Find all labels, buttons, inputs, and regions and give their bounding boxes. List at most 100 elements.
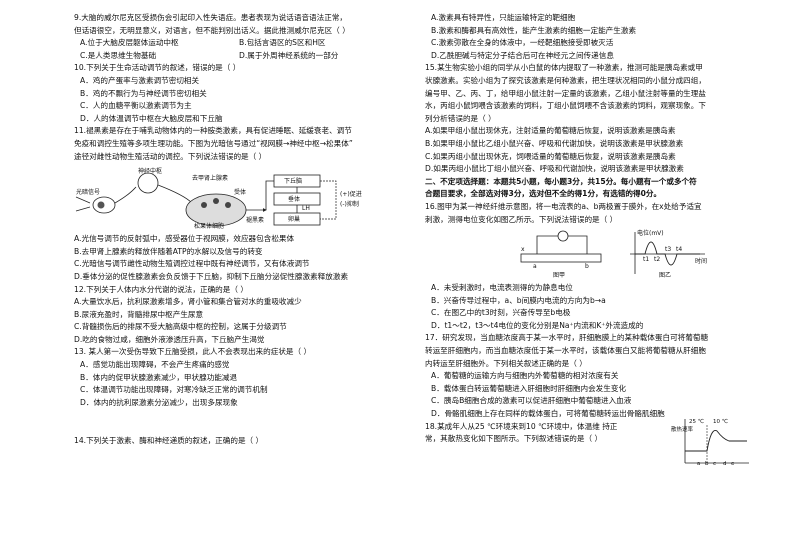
q14-option-b: B.激素和酶都具有高效性，能产生激素的细胞一定能产生激素 [431, 25, 637, 35]
q16-time-label: 时间 [695, 258, 708, 266]
q15-stem-5: 列分析错误的是（ ） [425, 113, 496, 123]
q15-stem-2: 状腺激素。实验小组为了探究该激素是何种激素，把生理状况相同的小鼠分成四组， [425, 75, 706, 85]
q17-option-d: D．骨骼肌细胞上存在同样的载体蛋白，可将葡萄糖转运出骨骼肌细胞 [431, 409, 665, 419]
q16-t1-label: t1 [643, 256, 650, 264]
q11-melatonin-label: 褪黑素 [246, 217, 265, 225]
q11-stem-1: 11.褪黑素是存在于哺乳动物体内的一种胺类激素，具有促进睡眠、延缓衰老、调节 [74, 126, 352, 136]
q14-option-d: D.乙酰胆碱与特定分子结合后可在神经元之间传递信息 [431, 50, 614, 60]
q12-option-d: D.吃的食物过咸，细胞外液渗透压升高，下丘脑产生渴觉 [74, 334, 265, 344]
q18-t25-label: 25 ℃ [689, 418, 704, 425]
q9-stem-2: 但话语很空，无明显意义，对语言，但不能判别出话义。据此推测威尔尼克区（ ） [74, 25, 350, 35]
q11-option-d: D.垂体分泌的促性腺激素会负反馈于下丘脑，抑制下丘脑分泌促性腺激素释放激素 [74, 271, 349, 281]
q18-ylabel: 散热速率 [671, 426, 694, 433]
q12-option-c: C.背髓损伤后的排尿不受大脑高级中枢的控制，这属于分级调节 [74, 322, 287, 332]
q11-option-c: C.光暗信号调节雌性动物生殖调控过程中既有神经调节，又有体液调节 [74, 259, 310, 269]
q9-option-b: B.包括言语区的S区和H区 [239, 38, 326, 48]
q11-option-a: A.光信号调节的反射弧中，感受器位于视网膜，效应器包含松果体 [74, 234, 295, 244]
q18-e-label: e [731, 460, 735, 467]
q11-figure: 光暗信号 神经中枢 去甲肾上腺素 受体 松果体细胞 褪黑素 下丘脑 垂体 卵巢 … [74, 165, 392, 231]
q17-stem-1: 17．研究发现，当血糖浓度高于某一水平时，肝细胞膜上的某种载体蛋白可将葡萄糖 [425, 333, 709, 343]
q15-option-b: B.如果甲组小鼠比乙组小鼠兴奋、呼吸和代谢加快，说明该激素是甲状腺激素 [425, 138, 684, 148]
q16-jia-label: 图甲 [553, 272, 566, 280]
melatonin-pathway-diagram [75, 172, 337, 227]
q16-x-label: x [521, 246, 525, 254]
q9-options-row1: A.位于大脑皮层躯体运动中枢 B.包括言语区的S区和H区 [74, 37, 392, 50]
q11-center-label: 神经中枢 [138, 168, 163, 176]
q14-option-c: C.激素弥散在全身的体液中，一经靶细胞接受即被灭活 [431, 38, 614, 48]
q18-c-label: c [713, 460, 717, 467]
q16-b-label: b [585, 263, 589, 271]
q17-option-c: C．胰岛B细胞合成的激素可以促进肝细胞中葡萄糖进入血液 [431, 396, 632, 406]
q12-stem: 12.下列关于人体内水分代谢的说法，正确的是（ ） [74, 284, 248, 294]
q16-stem-2: 刺激，测得电位变化如图乙所示。下列说法错误的是（ ） [425, 214, 618, 224]
q11-promote-label: (+)促进 [340, 191, 362, 199]
q16-option-d: D．t1～t2，t3～t4电位的变化分别是Na⁺内流和K⁺外流造成的 [431, 320, 644, 330]
q10-option-d: D．人的体温调节中枢在大脑皮层和下丘脑 [80, 113, 223, 123]
q18-stem-1: 18.某成年人从25 ℃环境来到10 ℃环境中，体温维 持正 [425, 421, 618, 431]
q11-hypo-label: 下丘脑 [284, 178, 303, 186]
q18-t10-label: 10 ℃ [713, 418, 728, 425]
q13-stem: 13. 某人第一次受伤导致下丘脑受损，此人不会表现出来的症状是（ ） [74, 347, 312, 357]
q16-t4-label: t4 [676, 246, 683, 254]
q15-option-d: D.如果丙组小鼠比丁组小鼠兴奋、呼吸和代谢加快，说明该激素是甲状腺激素 [425, 164, 684, 174]
q14-stem: 14.下列关于激素、酶和神经递质的叙述，正确的是（ ） [74, 435, 264, 445]
q18-b-label: b [705, 460, 709, 467]
q16-option-b: B．兴奋传导过程中，a、b间膜内电流的方向为b→a [431, 295, 606, 305]
q9-stem-1: 9.大脑的威尔尼克区受损伤会引起印入性失语症。患者表现为说话语音语法正常， [74, 13, 348, 22]
nerve-fiber-diagram [520, 230, 705, 275]
q11-stem-2: 免疫和调控生殖等多项生理功能。下图为光暗信号通过“视网膜→神经中枢→松果体” [74, 138, 353, 148]
q13-option-c: C．体温调节功能出现障碍，对寒冷缺乏正常的调节机制 [80, 385, 268, 395]
section2-heading-1: 二、不定项选择题：本题共5小题，每小题3分，共15分。每小题有一个或多个符 [425, 176, 697, 186]
q9-options-row2: C.是人类思维生物基础 D.属于外周神经系统的一部分 [74, 50, 392, 63]
q11-stem-3: 途径对雌性动物生殖活动的调控。下列说法错误的是（ ） [74, 151, 267, 161]
q16-a-label: a [533, 263, 537, 271]
q12-option-a: A.大量饮水后，抗利尿激素增多，肾小管和集合管对水的重吸收减少 [74, 297, 302, 307]
q10-stem: 10.下列关于生命活动调节的叙述，错误的是（ ） [74, 63, 241, 73]
q18-figure: 散热速率 25 ℃ 10 ℃ a b c d e [671, 417, 751, 467]
q15-stem-1: 15.某生物实验小组的同学从小白鼠的体内提取了一种激素，推测可能是胰岛素或甲 [425, 63, 703, 73]
heat-loss-chart [684, 418, 749, 464]
q16-yi-label: 图乙 [659, 272, 672, 280]
q18-stem-2: 常，其散热变化如下图所示。下列叙述错误的是（ ） [425, 434, 603, 444]
q9-option-a: A.位于大脑皮层躯体运动中枢 [80, 38, 179, 48]
left-column: 9.大脑的威尔尼克区受损伤会引起印入性失语症。患者表现为说话语音语法正常， 但话… [74, 12, 392, 447]
q11-light-label: 光暗信号 [76, 189, 101, 197]
q11-gonad-label: 卵巢 [288, 216, 301, 224]
right-column: A.激素具有特异性，只能运输特定的靶细胞 B.激素和酶都具有高效性，能产生激素的… [425, 12, 759, 467]
q17-option-a: A．葡萄糖的运输方向与细胞内外葡萄糖的相对浓度有关 [431, 371, 619, 381]
q13-option-a: A．感觉功能出现障碍，不会产生疼痛的感觉 [80, 360, 230, 370]
q17-option-b: B．载体蛋白转运葡萄糖进入肝细胞时肝细胞内会发生变化 [431, 383, 627, 393]
q16-stem-1: 16.图甲为某一神经纤维示意图，将一电流表的a、b两极置于膜外，在x处给予适宜 [425, 201, 702, 211]
q17-stem-3: 内转运至肝细胞外。下列相关叙述正确的是（ ） [425, 358, 587, 368]
q16-t3-label: t3 [665, 246, 672, 254]
q13-option-b: B．体内的促甲状腺激素减少，甲状腺功能减退 [80, 372, 238, 382]
q9-option-c: C.是人类思维生物基础 [80, 50, 157, 60]
q10-option-a: A．鸡的产蛋率与激素调节密切相关 [80, 75, 200, 85]
q16-ylabel: 电位(mV) [637, 230, 664, 238]
q17-stem-2: 转运至肝细胞内，而当血糖浓度低于某一水平时，该载体蛋白又能将葡萄糖从肝细胞 [425, 346, 706, 356]
q11-inhibit-label: (-)抑制 [340, 201, 359, 209]
q11-option-b: B.去甲肾上腺素的释放伴随着ATP的水解以及信号的转变 [74, 246, 263, 256]
q11-pit-label: 垂体 [288, 196, 301, 204]
q16-option-c: C．在图乙中的t3时刻，兴奋传导至b电极 [431, 308, 571, 318]
q11-lh-label: LH [302, 205, 310, 213]
q12-option-b: B.尿液充盈时，背髓排尿中枢产生尿意 [74, 309, 204, 319]
q11-pineal-label: 松果体细胞 [194, 223, 225, 231]
q13-option-d: D．体内的抗利尿激素分泌减少，出现多尿现象 [80, 397, 238, 407]
q15-option-c: C.如果丙组小鼠出现休克，饲喂适量的葡萄糖后恢复，说明该激素是胰岛素 [425, 151, 676, 161]
q18-d-label: d [723, 460, 727, 467]
q10-option-c: C．人的血糖平衡以激素调节为主 [80, 101, 192, 111]
q16-figure: a b x 图甲 电位(mV) t1 t2 t3 t4 时间 图乙 [425, 228, 759, 280]
q15-stem-3: 编号甲、乙、丙、丁，给甲组小鼠注射一定量的该激素，乙组小鼠注射等量的生理盐 [425, 88, 706, 98]
q10-option-b: B．鸡的不飘行为与神经调节密切相关 [80, 88, 207, 98]
q18-a-label: a [697, 460, 701, 467]
q16-t2-label: t2 [654, 256, 661, 264]
q15-stem-4: 水，丙组小鼠饲喂含该激素的饲料，丁组小鼠饲喂不含该激素的饲料，观察现象。下 [425, 101, 706, 111]
q11-receptor-label: 受体 [234, 189, 247, 197]
q9-option-d: D.属于外周神经系统的一部分 [239, 50, 339, 60]
q16-option-a: A．未受刺激时，电流表测得的为静息电位 [431, 283, 573, 293]
q18-block: 18.某成年人从25 ℃环境来到10 ℃环境中，体温维 持正 常，其散热变化如下… [425, 418, 759, 467]
section2-heading-2: 合题目要求，全部选对得3分，选对但不全的得1分，有选错的得0分。 [425, 189, 662, 199]
q15-option-a: A.如果甲组小鼠出现休克，注射适量的葡萄糖后恢复，说明该激素是胰岛素 [425, 126, 676, 136]
q11-gland-label: 去甲肾上腺素 [192, 175, 229, 183]
